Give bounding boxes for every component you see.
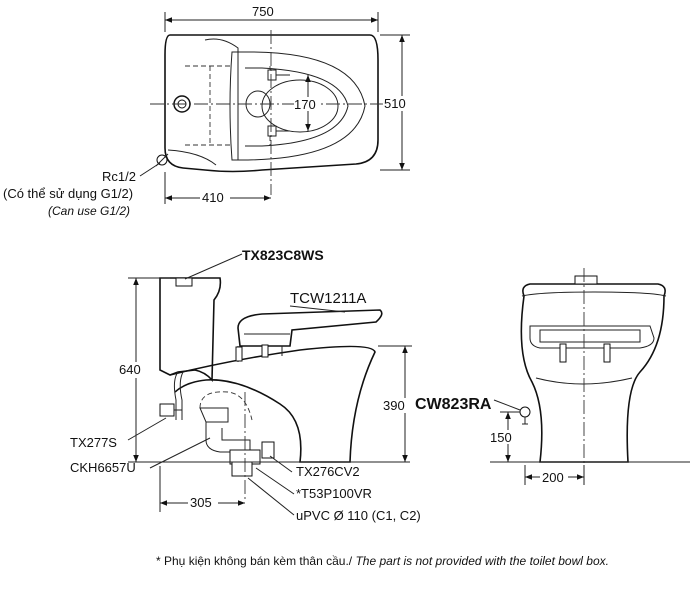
dim-inlet-height: 150 (490, 430, 512, 445)
top-view: 750 510 170 410 Rc1/2 (Có thể sử dụng G1… (3, 4, 411, 218)
front-view: 150 200 CW823RA (415, 268, 690, 485)
side-view-bowl (169, 345, 376, 463)
label-flange: TX276CV2 (296, 464, 360, 479)
inlet-note-en: (Can use G1/2) (48, 204, 130, 218)
inlet-label: Rc1/2 (102, 169, 136, 184)
side-view-trap (199, 407, 251, 453)
dim-drain-center: 305 (190, 495, 212, 510)
label-trap: *T53P100VR (296, 486, 372, 501)
footnote-vi: * Phụ kiện không bán kèm thân cầu./ (156, 554, 353, 568)
front-view-outline (520, 283, 666, 463)
footnote-en: The part is not provided with the toilet… (352, 554, 609, 568)
label-seat: TCW1211A (290, 290, 366, 307)
dim-inlet-offset: 200 (542, 470, 564, 485)
dim-depth: 510 (384, 96, 406, 111)
dim-width: 750 (252, 4, 274, 19)
side-view-seat (237, 309, 383, 347)
label-valve: TX277S (70, 435, 117, 450)
label-drain-kit: CKH6657U (70, 460, 136, 475)
label-model: CW823RA (415, 396, 492, 413)
label-pipe: uPVC Ø 110 (C1, C2) (296, 508, 421, 523)
top-view-seat (229, 51, 366, 161)
dim-height: 640 (119, 362, 141, 377)
dim-seat-holes: 170 (294, 97, 316, 112)
top-view-outline (164, 34, 379, 173)
front-view-seat (529, 325, 655, 349)
label-tank-fitting: TX823C8WS (242, 247, 324, 263)
footnote: * Phụ kiện không bán kèm thân cầu./ The … (156, 554, 609, 568)
dim-drain-offset: 410 (202, 190, 224, 205)
dim-seat-height: 390 (383, 398, 405, 413)
inlet-note-vi: (Có thể sử dụng G1/2) (3, 186, 133, 201)
side-view: 640 390 305 TX823C8WS TCW1211A TX277S CK… (70, 247, 421, 523)
